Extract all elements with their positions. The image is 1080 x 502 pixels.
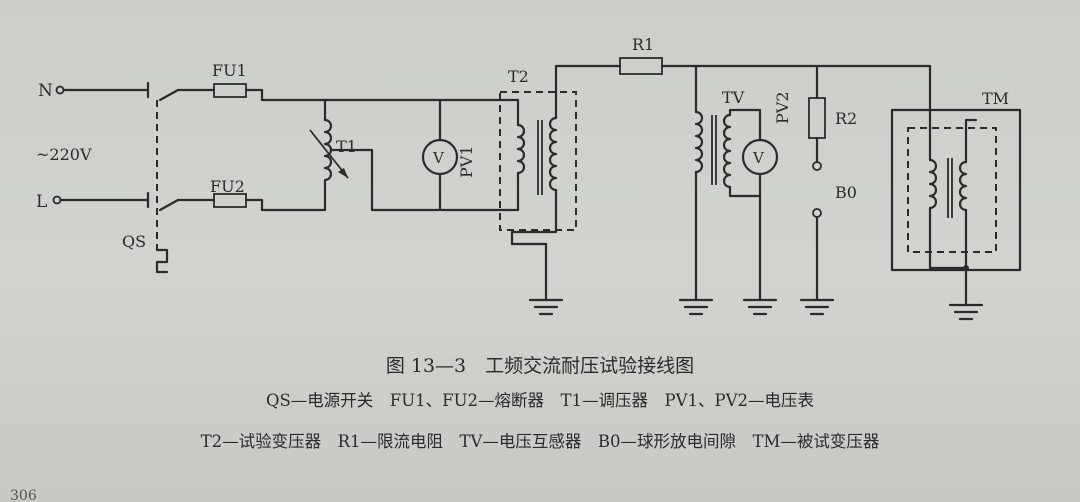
label-n: N bbox=[38, 81, 53, 101]
qs-switch bbox=[155, 88, 180, 274]
label-b0: B0 bbox=[835, 183, 857, 202]
ground-pv2 bbox=[742, 298, 778, 316]
ground-tv bbox=[678, 298, 714, 316]
r1-resistor bbox=[619, 57, 663, 75]
b0-lower-sphere bbox=[812, 208, 822, 218]
label-tm: TM bbox=[982, 89, 1009, 108]
label-voltage: ~220V bbox=[36, 145, 92, 164]
fu1-fuse bbox=[213, 83, 247, 98]
tv-secondary bbox=[722, 113, 732, 189]
legend-line-1: QS—电源开关 FU1、FU2—熔断器 T1—调压器 PV1、PV2—电压表 bbox=[265, 391, 815, 410]
pv1-symbol: V bbox=[432, 149, 445, 167]
tm-lv-winding bbox=[958, 160, 968, 212]
tm-hv-winding bbox=[928, 158, 938, 210]
t2-core bbox=[499, 91, 577, 231]
t2-secondary bbox=[548, 116, 558, 192]
label-pv1: PV1 bbox=[457, 146, 476, 179]
figure-caption: 图 13—3 工频交流耐压试验接线图 bbox=[385, 355, 695, 377]
label-fu1: FU1 bbox=[212, 61, 247, 80]
circuit-diagram: N ~220V L QS FU1 FU2 bbox=[36, 35, 1022, 321]
label-qs: QS bbox=[122, 232, 146, 251]
pv2-voltmeter bbox=[741, 138, 779, 176]
r2-resistor bbox=[808, 97, 826, 139]
label-l: L bbox=[36, 192, 47, 212]
label-t2: T2 bbox=[508, 67, 529, 86]
terminal-n bbox=[55, 85, 65, 95]
ground-tm bbox=[948, 303, 984, 321]
b0-upper-sphere bbox=[812, 161, 822, 171]
t2-primary bbox=[516, 123, 526, 175]
label-pv2: PV2 bbox=[773, 92, 792, 125]
pv2-symbol: V bbox=[752, 149, 765, 167]
ground-b0 bbox=[799, 298, 835, 316]
label-r1: R1 bbox=[632, 35, 654, 54]
legend-line-2: T2—试验变压器 R1—限流电阻 TV—电压互感器 B0—球形放电间隙 TM—被… bbox=[200, 432, 880, 451]
tm-tank bbox=[890, 108, 1022, 272]
page-number: 306 bbox=[10, 488, 37, 502]
ground-t2 bbox=[528, 298, 564, 316]
tv-primary bbox=[694, 110, 704, 174]
terminal-l bbox=[52, 195, 62, 205]
tm-core bbox=[907, 127, 997, 253]
label-fu2: FU2 bbox=[210, 177, 245, 196]
label-tv: TV bbox=[722, 88, 745, 107]
label-r2: R2 bbox=[835, 109, 857, 128]
label-t1: T1 bbox=[336, 137, 357, 156]
